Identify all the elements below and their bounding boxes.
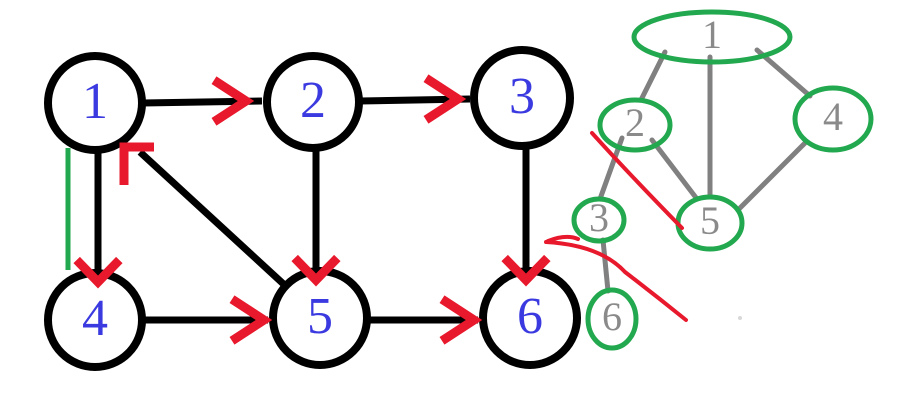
main-node-3[interactable]: 3: [470, 46, 574, 150]
red-arrowhead-5-to-6: [439, 295, 483, 345]
red-arrowhead-layer: [73, 74, 551, 345]
mini-graph-edges: [597, 47, 813, 294]
main-node-label-3: 3: [509, 68, 535, 125]
main-edge-5-to-1: [137, 149, 293, 293]
mini-edge-1-to-2: [638, 49, 668, 103]
mini-node-label-3: 3: [589, 195, 609, 240]
main-node-circle-3: [470, 46, 574, 150]
main-node-circle-1: [44, 52, 146, 154]
mini-edge-4-to-5: [735, 139, 809, 213]
mini-node-6[interactable]: 6: [585, 287, 639, 351]
main-node-5[interactable]: 5: [269, 267, 371, 369]
red-arrowhead-3-to-6: [501, 254, 551, 287]
red-arrowhead-1-to-2: [211, 76, 255, 126]
mini-node-1[interactable]: 1: [631, 9, 793, 65]
mini-graph-nodes: 1 2 3 4 5 6: [571, 9, 874, 351]
main-node-2[interactable]: 2: [263, 52, 363, 152]
mini-edge-2-to-5: [649, 137, 700, 202]
mini-node-circle-6: [585, 287, 639, 351]
mini-node-circle-3: [571, 196, 627, 244]
mini-node-label-2: 2: [625, 100, 645, 145]
red-arrowhead-2-to-5: [291, 254, 341, 287]
mini-node-4[interactable]: 4: [792, 85, 874, 153]
red-arrowhead-1-to-4: [73, 256, 123, 289]
mini-node-label-1: 1: [702, 12, 722, 57]
main-node-label-1: 1: [82, 73, 108, 130]
red-stroke-upper-right: [590, 131, 684, 230]
red-arrowhead-5-to-1: [119, 142, 154, 185]
mini-node-label-5: 5: [700, 198, 720, 243]
mini-node-label-6: 6: [602, 294, 622, 339]
main-node-label-2: 2: [300, 72, 326, 129]
mini-node-circle-2: [597, 97, 673, 153]
mini-node-label-4: 4: [823, 94, 843, 139]
main-node-label-5: 5: [307, 288, 333, 345]
main-node-1[interactable]: 1: [44, 52, 146, 154]
mini-node-2[interactable]: 2: [597, 97, 673, 153]
main-node-label-6: 6: [517, 288, 543, 345]
mini-node-circle-1: [631, 9, 793, 65]
red-stroke-lower-right: [544, 240, 688, 322]
red-stroke-node6-hook: [546, 234, 580, 243]
mini-node-3[interactable]: 3: [571, 195, 627, 244]
main-node-circle-2: [263, 52, 363, 152]
main-node-4[interactable]: 4: [44, 269, 146, 371]
stray-dot: [738, 316, 742, 320]
red-arrowhead-4-to-5: [229, 295, 273, 345]
red-stroke-layer: [544, 131, 688, 322]
mini-edge-3-to-6: [600, 237, 611, 294]
main-node-label-4: 4: [82, 290, 108, 347]
mini-node-5[interactable]: 5: [675, 194, 745, 252]
main-graph-nodes: 1 2 3 4 5 6: [44, 46, 581, 371]
main-node-6[interactable]: 6: [479, 267, 581, 369]
red-arrowhead-2-to-3: [423, 74, 467, 124]
mini-node-circle-4: [792, 85, 874, 153]
